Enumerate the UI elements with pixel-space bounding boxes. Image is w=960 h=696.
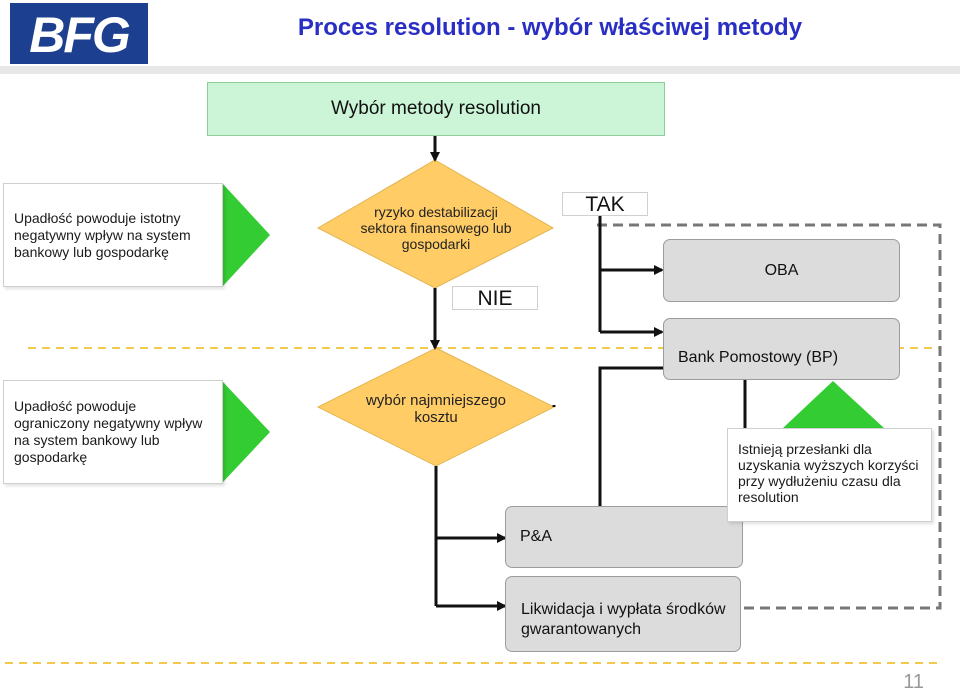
page-number: 11 xyxy=(903,671,924,693)
label-no: NIE xyxy=(452,286,538,310)
option-pa-label: P&A xyxy=(520,528,553,545)
option-oba-label: OBA xyxy=(764,261,799,279)
condition-limited-impact-text: Upadłość powoduje ograniczony negatywny … xyxy=(14,398,203,465)
green-arrow-top xyxy=(223,184,270,286)
option-pa: P&A xyxy=(505,506,743,568)
option-bridge-bank: Bank Pomostowy (BP) xyxy=(663,318,900,380)
page-title: Proces resolution - wybór właściwej meto… xyxy=(297,14,803,41)
option-liquidation-label: Likwidacja i wypłata środków gwarantowan… xyxy=(521,601,726,638)
note-text: Istnieją przesłanki dla uzyskania wyższy… xyxy=(738,441,919,505)
green-arrow-bottom xyxy=(223,382,270,482)
header-band xyxy=(0,66,960,74)
condition-significant-impact-text: Upadłość powoduje istotny negatywny wpły… xyxy=(14,209,191,260)
option-bridge-bank-label: Bank Pomostowy (BP) xyxy=(678,349,839,366)
condition-limited-impact: Upadłość powoduje ograniczony negatywny … xyxy=(3,380,223,484)
feedback-loop xyxy=(597,223,942,610)
option-oba: OBA xyxy=(663,239,900,302)
decision-cost-text: wybór najmniejszego kosztu xyxy=(365,392,507,426)
option-liquidation: Likwidacja i wypłata środków gwarantowan… xyxy=(505,576,741,652)
decision-risk-text: ryzyko destabilizacji sektora finansoweg… xyxy=(360,204,512,252)
svg-text:BFG: BFG xyxy=(29,7,130,63)
label-yes: TAK xyxy=(562,192,648,216)
condition-significant-impact: Upadłość powoduje istotny negatywny wpły… xyxy=(3,183,223,287)
note-longer-time-benefits: Istnieją przesłanki dla uzyskania wyższy… xyxy=(727,428,932,522)
method-selection-box: Wybór metody resolution xyxy=(207,82,665,136)
green-triangle-note xyxy=(783,381,884,428)
bfg-logo: BFG xyxy=(10,3,148,64)
